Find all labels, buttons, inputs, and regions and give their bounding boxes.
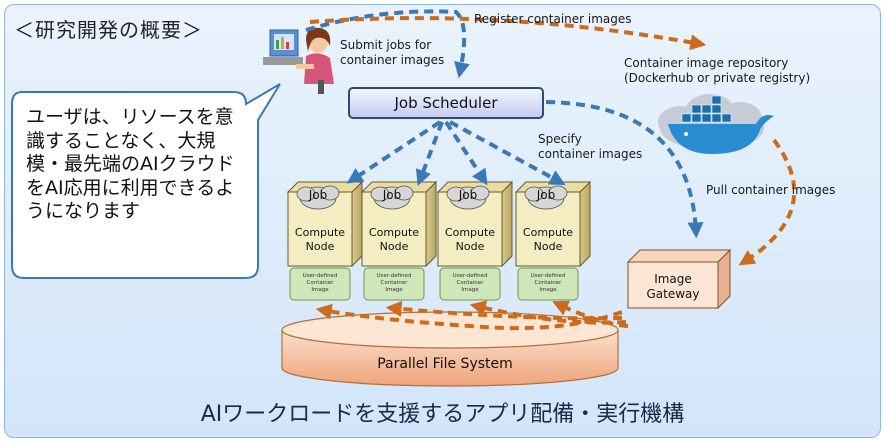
docker-whale-cloud-icon <box>658 94 774 154</box>
person-at-computer-icon <box>263 27 334 94</box>
image-gateway-label: Image Gateway <box>646 272 700 301</box>
speech-callout-shape <box>11 83 281 279</box>
job-scheduler-box: Job Scheduler <box>348 87 544 119</box>
compute-node-label: Compute Node <box>444 226 496 253</box>
compute-node-1 <box>286 180 364 301</box>
section-title: ＜研究開発の概要＞ <box>14 18 203 42</box>
compute-node-label: Compute Node <box>368 226 420 253</box>
compute-node-3 <box>436 180 514 301</box>
image-gateway-box <box>626 248 732 310</box>
compute-nodes <box>286 180 592 301</box>
label-specify: Specify container images <box>538 132 643 161</box>
label-submit: Submit jobs for container images <box>340 38 445 67</box>
compute-node-label: Compute Node <box>522 226 574 253</box>
parallel-file-system-cylinder <box>281 311 619 387</box>
user-defined-container-image-label: User-defined Container Image <box>530 273 566 293</box>
parallel-file-system-label: Parallel File System <box>377 356 513 372</box>
label-register: Register container images <box>474 12 632 26</box>
compute-node-2 <box>360 180 438 301</box>
job-label: Job <box>382 188 402 202</box>
job-label: Job <box>308 188 328 202</box>
blue-dashed-arrows <box>305 9 704 239</box>
orange-dashed-arrows <box>309 16 797 331</box>
user-defined-container-image-label: User-defined Container Image <box>452 273 488 293</box>
user-defined-container-image-label: User-defined Container Image <box>376 273 412 293</box>
user-defined-container-image-label: User-defined Container Image <box>302 273 338 293</box>
job-label: Job <box>458 188 478 202</box>
callout-text: ユーザは、リソースを意識することなく、大規模・最先端のAIクラウドをAI応用に利… <box>26 106 235 222</box>
job-label: Job <box>536 188 556 202</box>
label-repository: Container image repository (Dockerhub or… <box>624 56 811 85</box>
label-pull: Pull container images <box>706 183 836 197</box>
caption: AIワークロードを支援するアプリ配備・実行機構 <box>200 402 685 427</box>
compute-node-4 <box>514 180 592 301</box>
compute-node-label: Compute Node <box>294 226 346 253</box>
